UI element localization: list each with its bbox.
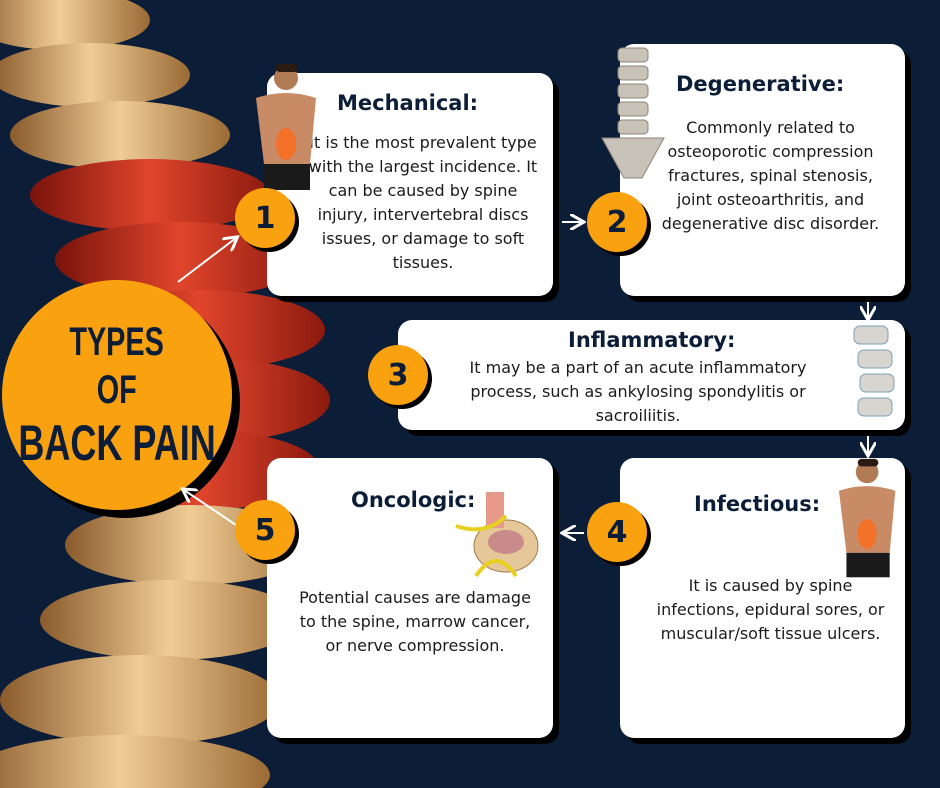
number-badge-5: 5: [235, 500, 295, 560]
card-text: Commonly related to osteoporotic compres…: [661, 118, 880, 233]
type-card-inflammatory: Inflammatory: It may be a part of an acu…: [398, 320, 905, 430]
title-line-3: BACK PAIN: [18, 415, 216, 471]
back-pain-man-icon: [256, 64, 316, 190]
title-circle: TYPES OF BACK PAIN: [2, 280, 232, 510]
number-badge-4: 4: [587, 502, 647, 562]
vertebra-cross-section-icon: [455, 492, 539, 578]
card-heading: Degenerative:: [676, 72, 845, 96]
card-text: Potential causes are damage to the spine…: [299, 588, 531, 655]
card-heading: Mechanical:: [337, 91, 479, 115]
number-badge-2: 2: [587, 192, 647, 252]
type-card-degenerative: Degenerative: Commonly related to osteop…: [620, 44, 905, 296]
number-badge-1: 1: [235, 188, 295, 248]
card-heading: Oncologic:: [351, 488, 476, 512]
card-text: It is the most prevalent type with the l…: [308, 133, 538, 272]
arrow-5-to-title: [184, 490, 237, 526]
number-badge-3: 3: [368, 345, 428, 405]
back-pain-man-icon: [838, 458, 896, 578]
card-text: It is caused by spine infections, epidur…: [656, 576, 885, 643]
card-heading: Inflammatory:: [568, 328, 736, 352]
title-line-2: OF: [96, 368, 137, 412]
vertebrae-icon: [853, 325, 895, 417]
card-text: It may be a part of an acute inflammator…: [469, 358, 807, 425]
card-heading: Infectious:: [694, 492, 821, 516]
title-line-1: TYPES: [69, 320, 165, 364]
lumbar-spine-icon: [601, 47, 665, 179]
arrow-to-1: [177, 238, 236, 283]
type-card-oncologic: Oncologic: Potential causes are damage t…: [267, 458, 553, 738]
